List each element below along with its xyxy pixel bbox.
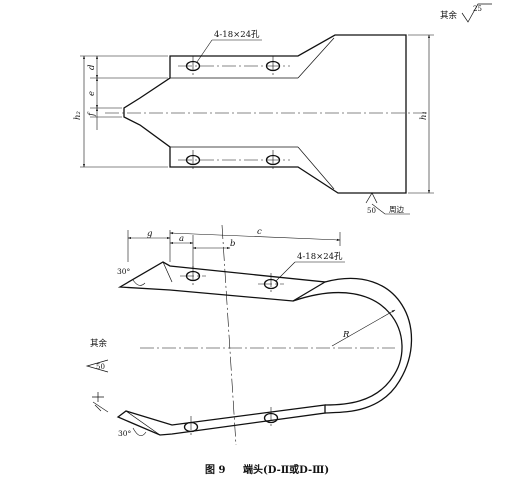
dim-a-label: a xyxy=(179,234,184,244)
dim-g-label: g xyxy=(147,229,153,239)
radius-line xyxy=(331,309,396,347)
bottom-bend-line xyxy=(297,146,335,190)
edge-roughness-symbol-icon xyxy=(365,192,378,204)
radius-label: R xyxy=(342,330,350,340)
dim-f-label: f xyxy=(87,111,97,117)
upper-arm xyxy=(117,261,328,302)
lower-arm xyxy=(116,404,326,436)
roughness-rest-label-side: 其余 xyxy=(90,338,108,349)
edge-roughness-value: 50 xyxy=(367,207,376,215)
dim-c-label: c xyxy=(257,227,262,237)
edge-roughness-leader xyxy=(371,203,386,215)
dim-b-label: b xyxy=(230,239,235,249)
hole-callout-top: 4-18×24孔 xyxy=(214,30,260,40)
angle-top-arc xyxy=(132,279,146,286)
figure-caption: 图 9 端头(D-Ⅱ或D-Ⅲ) xyxy=(205,463,329,476)
angle-top-label: 30° xyxy=(117,267,131,276)
u-bend-outer xyxy=(324,277,413,414)
bend-axis-line xyxy=(221,224,237,446)
dim-h2-label: h₂ xyxy=(73,111,83,120)
edge-note: 周边 xyxy=(389,205,404,214)
top-view: 4-18×24孔 d e f h₂ h₁ 其余 25 50 周边 xyxy=(73,3,492,215)
weld-leader xyxy=(92,401,109,413)
figure-title: 端头(D-Ⅱ或D-Ⅲ) xyxy=(243,463,329,476)
top-bend-line xyxy=(297,37,335,79)
dim-e-label: e xyxy=(87,91,97,96)
hole-callout-side: 4-18×24孔 xyxy=(297,252,343,262)
roughness-rest-symbol-icon xyxy=(85,359,109,373)
side-view: g a b c 4-18×24孔 R 30° 30° 其余 50 xyxy=(85,224,413,446)
roughness-rest-value-top: 25 xyxy=(473,5,482,13)
roughness-rest-label-top: 其余 xyxy=(440,10,458,21)
dim-h1-label: h₁ xyxy=(419,111,429,120)
angle-bottom-label: 30° xyxy=(118,429,132,438)
weld-symbol-icon xyxy=(92,392,104,412)
roughness-rest-value-side: 50 xyxy=(96,363,105,371)
angle-bottom-arc xyxy=(132,427,147,436)
u-bend-inner xyxy=(292,291,403,406)
top-view-outline xyxy=(123,34,407,194)
hole-leader xyxy=(275,261,296,282)
figure-label: 图 9 xyxy=(205,464,225,476)
dim-d-label: d xyxy=(87,64,97,70)
dim-c-line xyxy=(169,232,341,241)
hole-leader xyxy=(196,39,213,63)
lower-arm-inner xyxy=(125,410,161,436)
upper-arm-inner xyxy=(162,261,173,283)
roughness-symbol-icon xyxy=(461,3,492,23)
